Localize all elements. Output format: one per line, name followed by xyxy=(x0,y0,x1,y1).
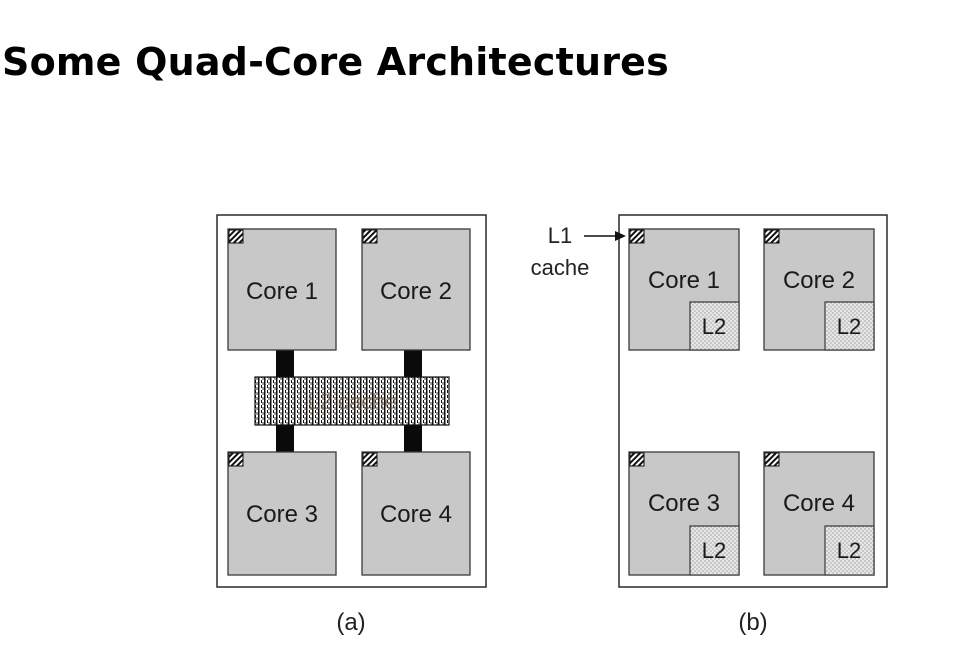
private-l2-cache xyxy=(824,301,875,351)
connector-a-4 xyxy=(404,425,422,452)
l1-cache-icon xyxy=(629,452,645,467)
core-label: Core 1 xyxy=(648,267,720,294)
core-b-3: Core 3 L2 xyxy=(628,451,740,576)
l1-annotation-line1: L1 xyxy=(548,223,572,248)
l1-cache-icon xyxy=(764,229,780,244)
core-label: Core 2 xyxy=(380,278,452,305)
l2-label: L2 xyxy=(702,314,726,339)
core-a-3: Core 3 xyxy=(227,451,337,576)
connector-a-1 xyxy=(276,350,294,377)
connector-a-2 xyxy=(404,350,422,377)
diagram-a: L2 cache Core 1 Core 2 Core 3 Core 4 (a) xyxy=(216,214,487,636)
core-label: Core 4 xyxy=(380,501,452,528)
core-a-1: Core 1 xyxy=(227,228,337,351)
diagram-b: L1 cache Core 1 L2 Core 2 L2 Core 3 L2 xyxy=(531,214,888,636)
core-label: Core 3 xyxy=(648,490,720,517)
l2-label: L2 xyxy=(702,538,726,563)
core-label: Core 4 xyxy=(783,490,855,517)
l1-cache-icon xyxy=(629,229,645,244)
l1-cache-icon xyxy=(228,452,244,467)
caption-a: (a) xyxy=(336,609,365,636)
l1-cache-icon xyxy=(764,452,780,467)
l1-annotation-line2: cache xyxy=(531,255,590,280)
l2-label: L2 xyxy=(837,538,861,563)
caption-b: (b) xyxy=(738,609,767,636)
core-b-2: Core 2 L2 xyxy=(763,228,875,351)
core-a-4: Core 4 xyxy=(361,451,471,576)
l2-label: L2 xyxy=(837,314,861,339)
shared-l2-cache: L2 cache xyxy=(254,376,450,426)
core-label: Core 2 xyxy=(783,267,855,294)
l1-cache-icon xyxy=(228,229,244,244)
shared-cache-label: L2 cache xyxy=(307,389,396,414)
l1-cache-icon xyxy=(362,452,378,467)
core-a-2: Core 2 xyxy=(361,228,471,351)
core-b-4: Core 4 L2 xyxy=(763,451,875,576)
core-b-1: Core 1 L2 xyxy=(628,228,740,351)
core-label: Core 1 xyxy=(246,278,318,305)
connector-a-3 xyxy=(276,425,294,452)
arrow-icon xyxy=(584,231,626,241)
private-l2-cache xyxy=(689,525,740,576)
private-l2-cache xyxy=(824,525,875,576)
private-l2-cache xyxy=(689,301,740,351)
core-label: Core 3 xyxy=(246,501,318,528)
l1-cache-icon xyxy=(362,229,378,244)
page-title: Some Quad-Core Architectures xyxy=(2,40,669,84)
